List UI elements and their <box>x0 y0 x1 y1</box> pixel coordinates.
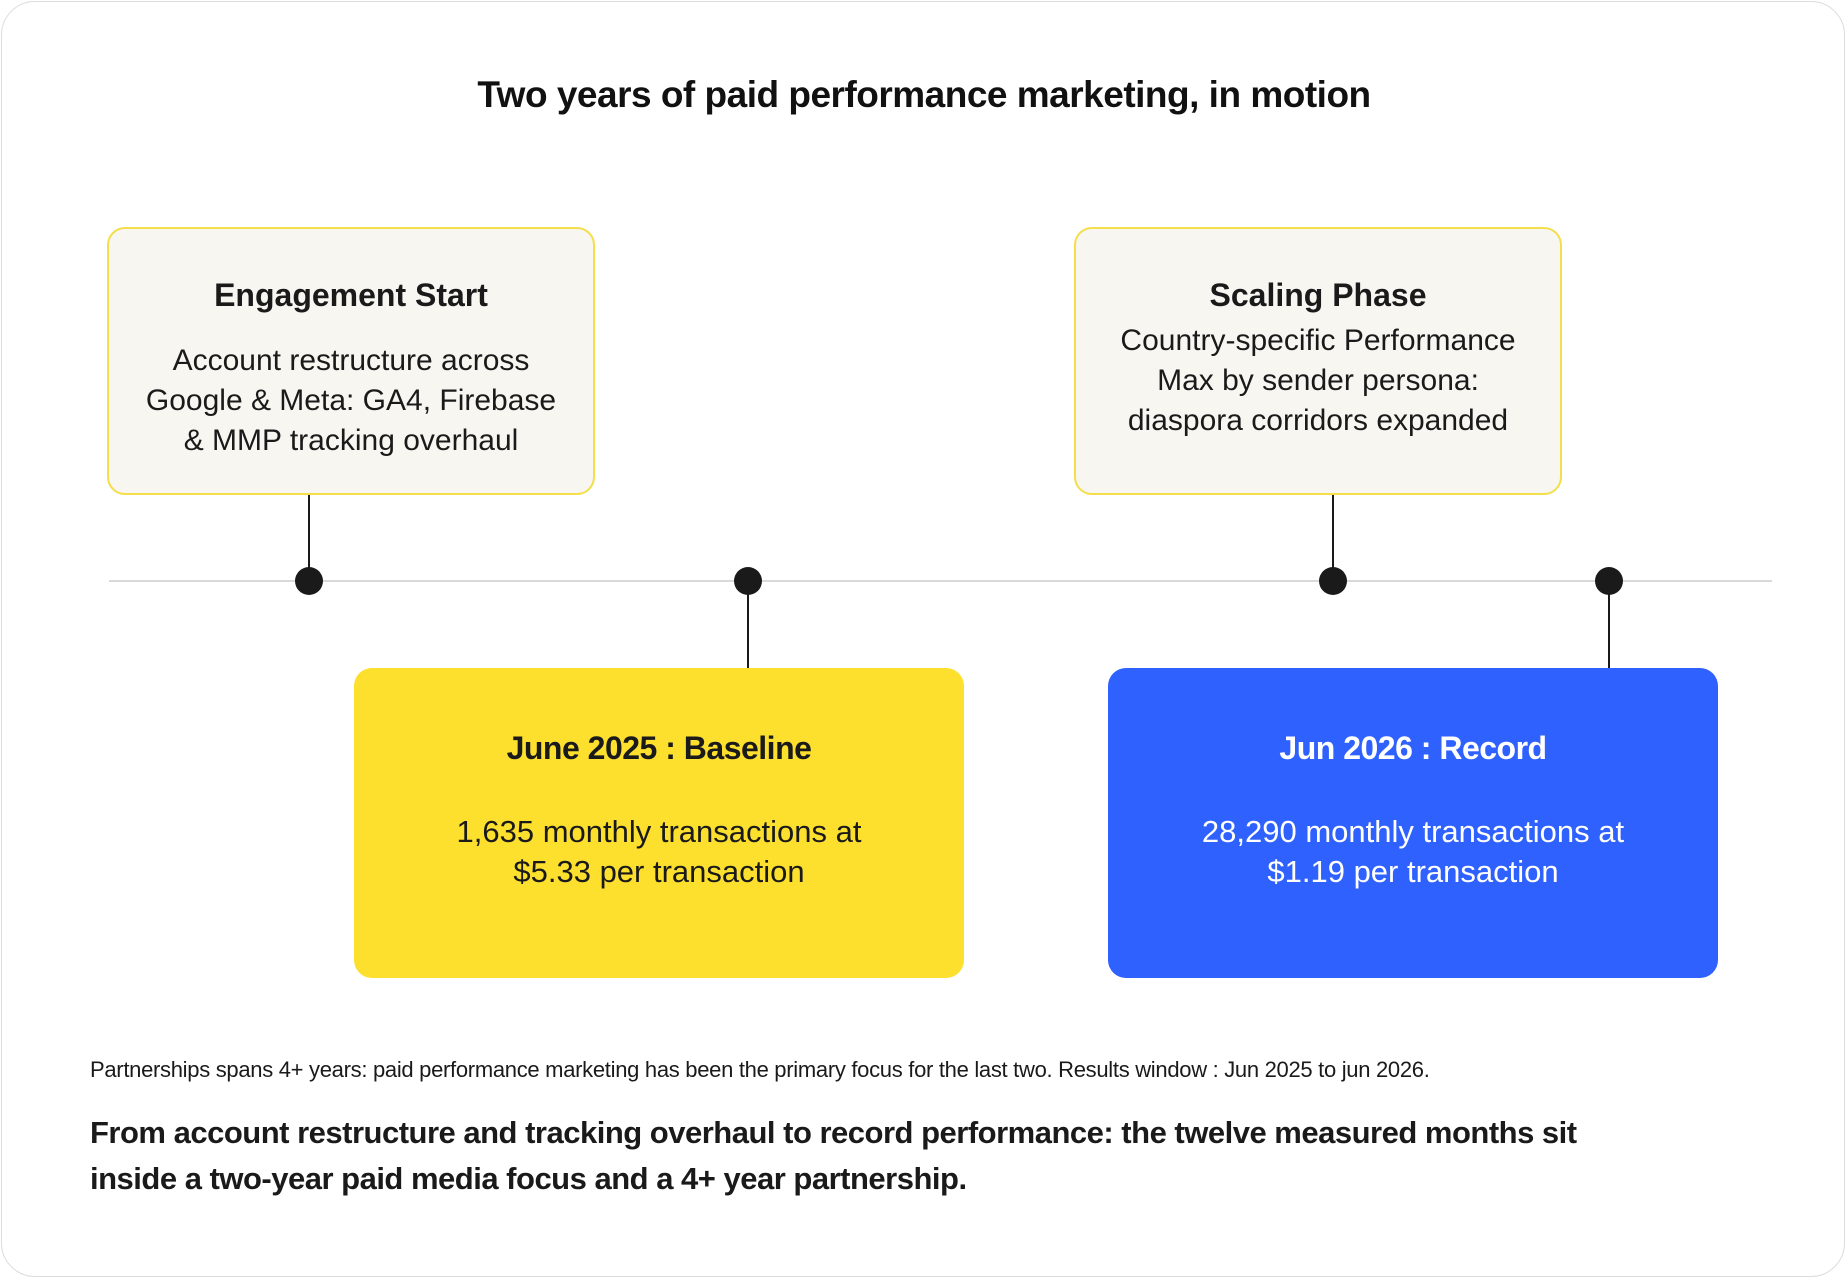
baseline-box: June 2025 : Baseline 1,635 monthly trans… <box>354 668 964 978</box>
scaling-phase-line: diaspora corridors expanded <box>1127 404 1509 437</box>
record-title: Jun 2026 : Record <box>1279 730 1547 766</box>
record-line: 28,290 monthly transactions at <box>1201 814 1625 849</box>
scaling-phase-description: Country-specific Performance Max by send… <box>1076 321 1560 441</box>
timeline-dot-engagement-start <box>295 567 323 595</box>
connector-scaling-phase <box>1332 495 1334 581</box>
timeline-dot-record <box>1595 567 1623 595</box>
engagement-start-line: & MMP tracking overhaul <box>183 424 519 457</box>
timeline-dot-baseline <box>734 567 762 595</box>
summary: From account restructure and tracking ov… <box>90 1110 1590 1202</box>
record-description: 28,290 monthly transactions at $1.19 per… <box>1108 812 1718 892</box>
engagement-start-title: Engagement Start <box>214 277 488 313</box>
record-line: $1.19 per transaction <box>1267 854 1559 889</box>
baseline-line: $5.33 per transaction <box>513 854 805 889</box>
connector-baseline <box>747 581 749 668</box>
scaling-phase-line: Max by sender persona: <box>1157 364 1479 397</box>
summary-line: From account restructure and tracking ov… <box>90 1115 1577 1150</box>
scaling-phase-title: Scaling Phase <box>1209 277 1427 313</box>
summary-line: inside a two-year paid media focus and a… <box>90 1161 967 1196</box>
timeline-line <box>109 580 1772 582</box>
footnote: Partnerships spans 4+ years: paid perfor… <box>90 1057 1430 1082</box>
engagement-start-box: Engagement Start Account restructure acr… <box>107 227 595 495</box>
record-box: Jun 2026 : Record 28,290 monthly transac… <box>1108 668 1718 978</box>
connector-engagement-start <box>308 495 310 581</box>
engagement-start-description: Account restructure across Google & Meta… <box>109 341 593 461</box>
baseline-description: 1,635 monthly transactions at $5.33 per … <box>354 812 964 892</box>
scaling-phase-line: Country-specific Performance <box>1120 324 1516 357</box>
baseline-line: 1,635 monthly transactions at <box>456 814 862 849</box>
engagement-start-line: Account restructure across <box>172 344 530 377</box>
page-title: Two years of paid performance marketing,… <box>477 74 1371 115</box>
engagement-start-line: Google & Meta: GA4, Firebase <box>145 384 557 417</box>
timeline-dot-scaling-phase <box>1319 567 1347 595</box>
scaling-phase-box: Scaling Phase Country-specific Performan… <box>1074 227 1562 495</box>
connector-record <box>1608 581 1610 668</box>
baseline-title: June 2025 : Baseline <box>506 730 812 766</box>
